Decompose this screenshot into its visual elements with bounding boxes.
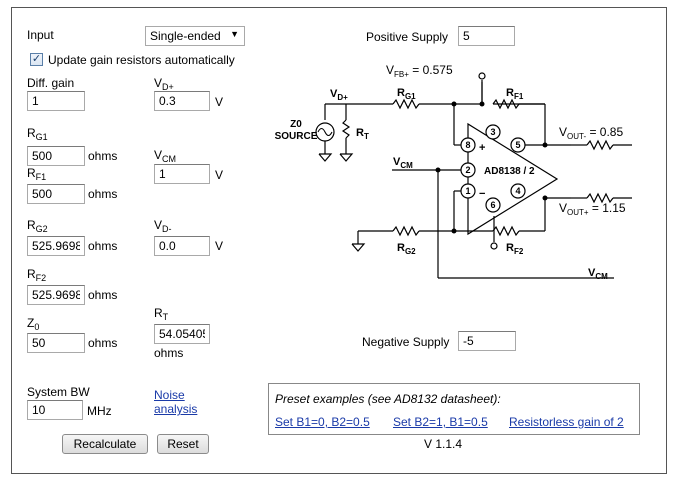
- diff-gain-label: Diff. gain: [27, 76, 75, 90]
- rg1-input[interactable]: [27, 146, 85, 166]
- reset-button[interactable]: Reset: [157, 434, 209, 454]
- input-mode-value: Single-ended: [150, 29, 221, 43]
- vout-minus-label: VOUT- = 0.85: [559, 125, 623, 141]
- vcm-label: VCM: [154, 148, 177, 164]
- system-bw-label: System BW: [27, 385, 90, 399]
- rg2-unit: ohms: [88, 239, 118, 253]
- vdminus-unit: V: [215, 239, 224, 253]
- schematic-rt-label: RT: [356, 127, 369, 141]
- rg2-input[interactable]: [27, 236, 85, 256]
- rt-unit: ohms: [154, 346, 184, 360]
- diff-gain-input[interactable]: [27, 91, 85, 111]
- vcm-unit: V: [215, 168, 224, 182]
- negative-supply-label: Negative Supply: [362, 335, 450, 349]
- pin-3: 3: [490, 127, 495, 137]
- dropdown-caret-icon: ▼: [230, 29, 239, 39]
- vdminus-label: VD-: [154, 218, 172, 234]
- vout-plus-label: VOUT+ = 1.15: [559, 201, 626, 217]
- vdminus-input[interactable]: [154, 236, 210, 256]
- z0-label: Z0: [27, 316, 40, 332]
- schematic-vcm2-label: VCM: [588, 267, 608, 281]
- pin-5: 5: [515, 140, 520, 150]
- vfb-label: VFB+ = 0.575: [386, 63, 453, 79]
- z0-source-label-2: SOURCE: [275, 131, 318, 142]
- z0-input[interactable]: [27, 333, 85, 353]
- rf2-label: RF2: [27, 267, 47, 283]
- input-mode-select[interactable]: Single-ended ▼: [145, 26, 245, 46]
- rt-label: RT: [154, 306, 169, 322]
- schematic-rg1-label: RG1: [397, 87, 416, 101]
- z0-unit: ohms: [88, 336, 118, 350]
- rf1-input[interactable]: [27, 184, 85, 204]
- rg1-label: RG1: [27, 126, 48, 142]
- amp-label: AD8138 / 2: [484, 166, 535, 177]
- calculator-panel: Input Single-ended ▼ ✓ Update gain resis…: [11, 7, 667, 474]
- vdplus-input[interactable]: [154, 91, 210, 111]
- plus-sign: +: [479, 142, 485, 154]
- rt-input[interactable]: [154, 324, 210, 344]
- rf1-unit: ohms: [88, 187, 118, 201]
- vcm-input[interactable]: [154, 164, 210, 184]
- schematic-rg2-label: RG2: [397, 242, 416, 256]
- pin-4: 4: [515, 186, 520, 196]
- positive-supply-input[interactable]: [458, 26, 515, 46]
- system-bw-unit: MHz: [87, 404, 112, 418]
- rg2-label: RG2: [27, 218, 48, 234]
- pin-6: 6: [490, 200, 495, 210]
- rf1-label: RF1: [27, 166, 47, 182]
- vdplus-label: VD+: [154, 76, 174, 92]
- update-gain-label: Update gain resistors automatically: [48, 53, 235, 67]
- pin-8: 8: [465, 140, 470, 150]
- positive-supply-label: Positive Supply: [366, 30, 449, 44]
- pin-1: 1: [465, 186, 470, 196]
- preset-link-resistorless[interactable]: Resistorless gain of 2: [509, 415, 624, 429]
- system-bw-input[interactable]: [27, 400, 83, 420]
- schematic-diagram: 8 3 5 2 1 4 6 + − VFB+ = 0.575 VD+ RG1 R…: [275, 63, 632, 281]
- vdplus-unit: V: [215, 95, 224, 109]
- preset-link-b1-0[interactable]: Set B1=0, B2=0.5: [275, 415, 370, 429]
- recalculate-button[interactable]: Recalculate: [62, 434, 148, 454]
- preset-title: Preset examples (see AD8132 datasheet):: [275, 392, 501, 406]
- minus-sign: −: [479, 188, 485, 200]
- input-label: Input: [27, 28, 54, 42]
- update-gain-checkbox[interactable]: ✓: [30, 53, 43, 66]
- preset-link-b2-1[interactable]: Set B2=1, B1=0.5: [393, 415, 488, 429]
- schematic-rf1-label: RF1: [506, 87, 524, 101]
- schematic-rf2-label: RF2: [506, 242, 524, 256]
- version-label: V 1.1.4: [424, 437, 463, 451]
- negative-supply-input[interactable]: [458, 331, 516, 351]
- rf2-input[interactable]: [27, 285, 85, 305]
- schematic-vcm-label: VCM: [393, 156, 413, 170]
- rg1-unit: ohms: [88, 149, 118, 163]
- preset-examples-box: Preset examples (see AD8132 datasheet): …: [268, 383, 640, 435]
- z0-source-label-1: Z0: [290, 119, 302, 130]
- schematic-vdplus-label: VD+: [330, 88, 348, 102]
- pin-2: 2: [465, 165, 470, 175]
- rf2-unit: ohms: [88, 288, 118, 302]
